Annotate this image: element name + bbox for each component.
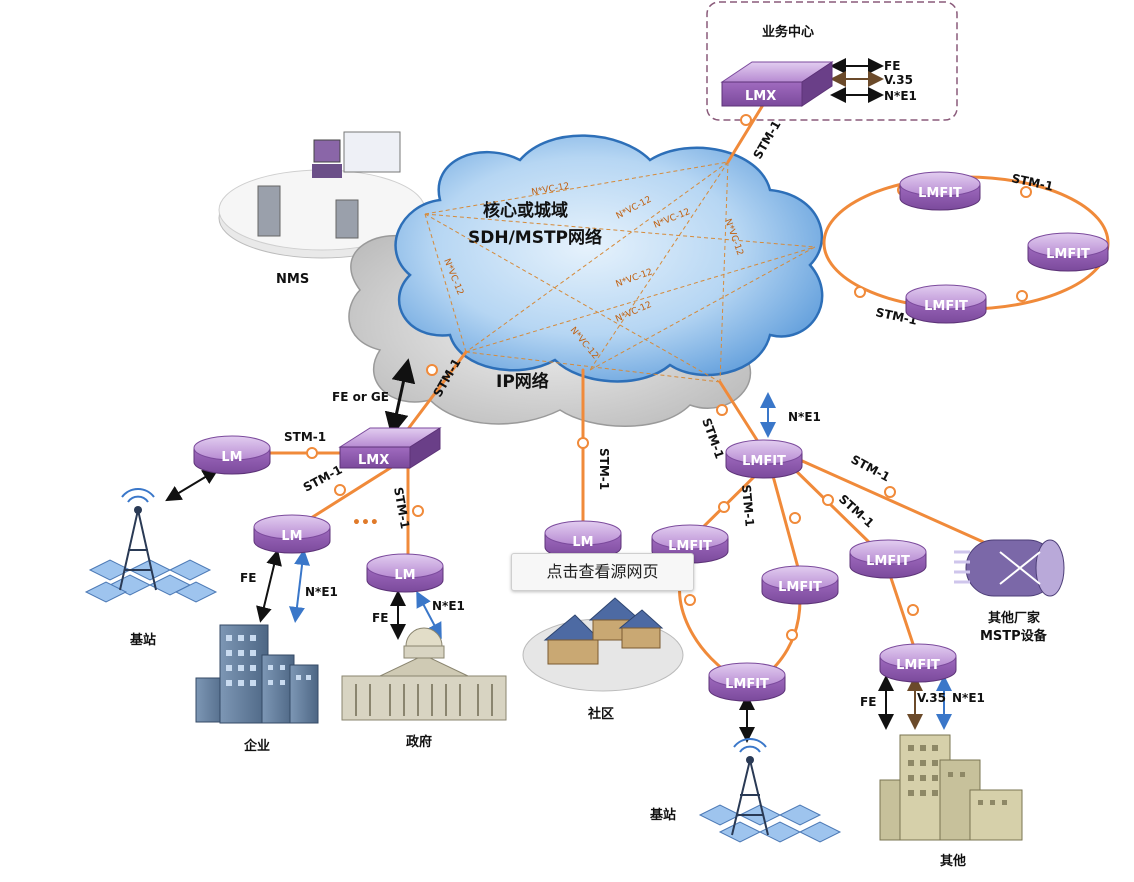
lm-top-left-label: LM: [221, 450, 242, 465]
base-station-left-label: 基站: [129, 632, 156, 648]
government-label: 政府: [406, 734, 432, 750]
stm-label: STM-1: [284, 430, 326, 444]
core-network-title-1: 核心或城域: [483, 200, 568, 221]
interface-label: FE: [884, 59, 900, 73]
lmx-device-left-label: LMX: [358, 453, 389, 468]
lm-enterprise-label: LM: [281, 529, 302, 544]
other-buildings-icon: [879, 734, 1023, 841]
other-vendor-label-2: MSTP设备: [980, 628, 1048, 644]
enterprise-label: 企业: [243, 738, 270, 754]
other-vendor-mstp-icon: [954, 539, 1065, 597]
view-source-tooltip[interactable]: 点击查看源网页: [511, 553, 694, 591]
stm-label: STM-1: [836, 492, 877, 531]
lmfit-b-label: LMFIT: [778, 580, 822, 595]
ring-lmfit-top-label: LMFIT: [918, 186, 962, 201]
base-station-left-icon: [84, 488, 218, 603]
lmfit-main-label: LMFIT: [742, 454, 786, 469]
ne1-label: N*E1: [432, 599, 465, 613]
lmfit-a-label: LMFIT: [668, 539, 712, 554]
ring-lmfit-right-label: LMFIT: [1046, 247, 1090, 262]
vc-mesh: [424, 161, 816, 383]
lmfit-bottom-label: LMFIT: [725, 677, 769, 692]
community-houses-icon: [522, 597, 684, 692]
fe-or-ge-label: FE or GE: [332, 390, 389, 404]
v35-label: V.35: [917, 691, 946, 705]
lm-government-label: LM: [394, 568, 415, 583]
business-center-box: [706, 1, 958, 121]
lmfit-bottom-device: LMFIT: [708, 662, 786, 702]
ne1-label: N*E1: [788, 410, 821, 424]
enterprise-building-icon: [195, 624, 319, 724]
stm-label: STM-1: [739, 484, 757, 527]
lm-enterprise-device: LM: [253, 514, 331, 554]
lmx-device-business-label: LMX: [745, 89, 776, 104]
lmx-device-business: [720, 61, 834, 107]
lmfit-c-device: LMFIT: [849, 539, 927, 579]
device-group: LMFIT LMFIT LMFIT LM LM LM LM LMFIT LMFIT LMFIT LM…: [193, 171, 1109, 702]
ring-lmfit-bottom-device: LMFIT: [905, 284, 987, 324]
nms-label: NMS: [276, 272, 309, 287]
ring-lmfit-right-device: LMFIT: [1027, 232, 1109, 272]
lmfit-main-device: LMFIT: [725, 439, 803, 479]
stm-label: STM-1: [750, 118, 783, 161]
fe-label: FE: [240, 571, 256, 585]
stm-label: STM-1: [699, 416, 727, 460]
lmfit-b-device: LMFIT: [761, 565, 839, 605]
lmfit-c-label: LMFIT: [866, 554, 910, 569]
community-label: 社区: [587, 706, 614, 722]
stm-label: STM-1: [1010, 171, 1054, 193]
ellipsis-dots: •••: [352, 515, 379, 531]
base-station-right-label: 基站: [649, 807, 676, 823]
ring-lmfit-top-device: LMFIT: [899, 171, 981, 211]
ne1-label: N*E1: [952, 691, 985, 705]
ne1-label: N*E1: [305, 585, 338, 599]
stm-label: STM-1: [597, 448, 611, 490]
government-building-icon: [341, 627, 507, 721]
stm-label: STM-1: [849, 452, 893, 484]
other-label: 其他: [940, 853, 966, 869]
interface-arrows: [165, 58, 952, 743]
nms-platform: [218, 131, 426, 259]
business-center-title: 业务中心: [762, 24, 814, 40]
interface-label: N*E1: [884, 89, 917, 103]
lmfit-other-label: LMFIT: [896, 658, 940, 673]
interface-label: V.35: [884, 73, 913, 87]
base-station-right-icon: [698, 738, 842, 843]
core-network-cloud: [394, 134, 824, 383]
fe-label: FE: [860, 695, 876, 709]
lm-community-label: LM: [572, 535, 593, 550]
lmfit-other-device: LMFIT: [879, 643, 957, 683]
fe-label: FE: [372, 611, 388, 625]
ring-lmfit-bottom-label: LMFIT: [924, 299, 968, 314]
lm-community-device: LM: [544, 520, 622, 560]
lm-government-device: LM: [366, 553, 444, 593]
lm-top-left-device: LM: [193, 435, 271, 475]
other-vendor-label-1: 其他厂家: [988, 610, 1041, 626]
lmx-device-left: [338, 427, 442, 469]
ip-network-label: IP网络: [496, 371, 549, 392]
core-network-title-2: SDH/MSTP网络: [468, 227, 602, 248]
